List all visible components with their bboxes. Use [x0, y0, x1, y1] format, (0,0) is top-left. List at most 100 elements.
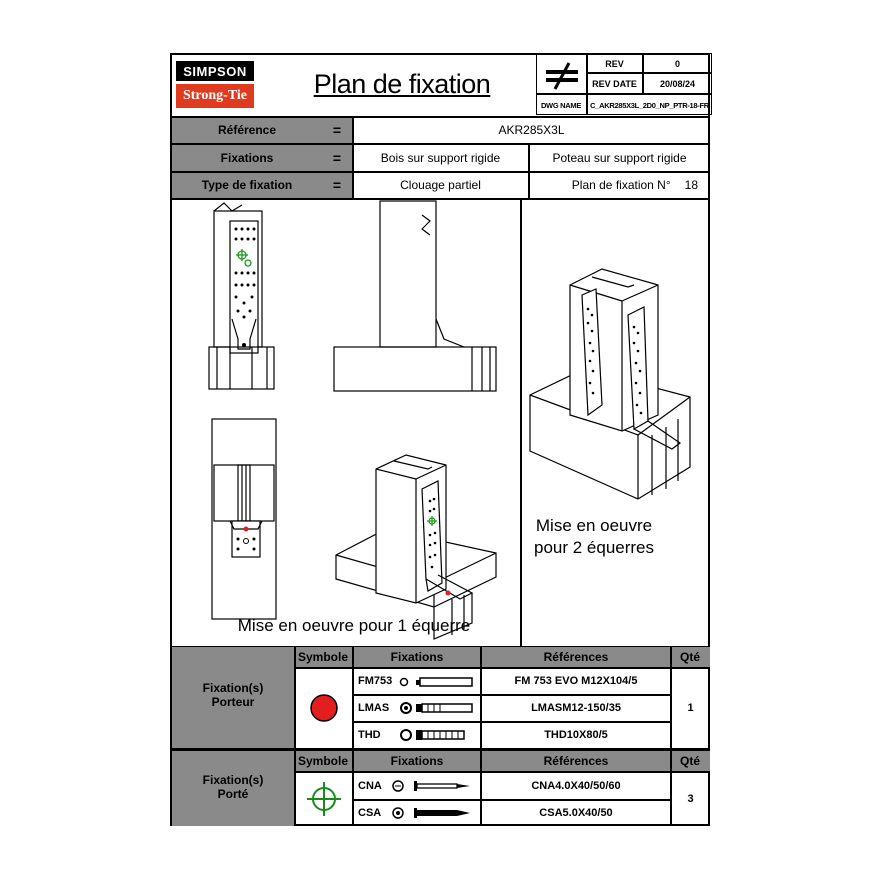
fixation-reference: CSA5.0X40/50 — [539, 807, 613, 819]
page-title: Plan de fixation — [313, 68, 491, 99]
red-dot-icon — [309, 694, 338, 722]
equals-sign: = — [332, 122, 342, 138]
technical-drawings: Mise en oeuvre pour 1 équerre Mise en oe… — [208, 200, 691, 640]
iso-view-two — [529, 268, 691, 500]
divider — [352, 751, 354, 826]
plan-view — [211, 418, 277, 620]
porte-label-line2: Porté — [217, 787, 249, 801]
plan-number-cell: Plan de fixation N° 18 — [529, 172, 710, 198]
fixation-code: LMAS — [358, 702, 390, 714]
porteur-symbol — [295, 668, 352, 748]
anchor-nail-icon — [392, 780, 470, 792]
divider — [528, 144, 530, 199]
divider — [172, 171, 710, 173]
porteur-label-line2: Porteur — [211, 695, 255, 709]
divider — [480, 647, 482, 748]
porteur-references-header: Références — [543, 650, 609, 664]
divider — [354, 799, 670, 801]
type-label: Type de fixation — [201, 178, 293, 192]
side-view — [333, 200, 497, 392]
fixation-code: THD — [358, 729, 381, 741]
simpson-logo: SIMPSON — [176, 61, 254, 81]
divider — [354, 721, 670, 723]
porteur-label-cell — [172, 647, 294, 748]
concrete-screw-icon — [400, 729, 465, 741]
porte-symbole-header: Symbole — [297, 754, 348, 768]
porteur-fixations-header: Fixations — [390, 650, 444, 664]
porte-qte-header: Qté — [679, 754, 700, 768]
porteur-symbole-header: Symbole — [297, 650, 348, 664]
anchor-mark — [243, 526, 249, 532]
rev-date-value: 20/08/24 — [659, 78, 696, 89]
logo-top-text: SIMPSON — [183, 63, 247, 79]
fixation-sheet: SIMPSON Strong-Tie Plan de fixation REV … — [170, 53, 712, 826]
rev-value: 0 — [674, 58, 680, 69]
fixation-reference: LMASM12-150/35 — [531, 702, 621, 714]
porteur-qty: 1 — [687, 702, 694, 714]
green-crosshair-icon — [306, 782, 341, 816]
iso-one-holes — [428, 497, 437, 569]
iso-view-one — [335, 454, 497, 640]
caption-one-equerre: Mise en oeuvre pour 1 équerre — [238, 616, 470, 635]
fixation-code: CNA — [358, 779, 382, 792]
porteur-label: Fixation(s) Porteur — [172, 675, 294, 715]
fixations-left-value: Bois sur support rigide — [380, 150, 501, 165]
dwg-name-label: DWG NAME — [540, 100, 582, 110]
porte-label: Fixation(s) Porté — [172, 767, 294, 807]
caption-two-line2: pour 2 équerres — [534, 538, 654, 557]
divider — [172, 116, 710, 118]
type-value: Clouage partiel — [400, 178, 481, 192]
rev-label: REV — [605, 58, 624, 69]
fixation-code: CSA — [358, 807, 382, 819]
divider — [536, 93, 712, 95]
front-view — [208, 202, 275, 390]
porteur-label-line1: Fixation(s) — [202, 681, 264, 695]
plan-number-value: 18 — [684, 178, 698, 192]
fixations-right-value: Poteau sur support rigide — [552, 150, 687, 165]
front-view-holes — [234, 227, 256, 347]
divider — [294, 751, 296, 826]
porteur-qte-header: Qté — [679, 650, 700, 664]
divider — [352, 647, 354, 748]
equals-sign: = — [332, 177, 342, 193]
divider — [172, 646, 710, 648]
info-label-column — [172, 117, 352, 199]
strongtie-logo: Strong-Tie — [176, 84, 254, 108]
iso-two-holes — [586, 307, 643, 415]
porte-label-cell — [172, 751, 294, 826]
caption-two-line1: Mise en oeuvre — [536, 516, 652, 535]
divider — [294, 647, 296, 748]
fixation-reference: THD10X80/5 — [544, 729, 608, 741]
porteur-header-row — [294, 647, 710, 667]
fixation-reference: CNA4.0X40/50/60 — [531, 779, 621, 792]
divider — [586, 72, 712, 74]
divider — [642, 53, 644, 93]
divider — [294, 771, 710, 773]
porte-references-header: Références — [543, 754, 609, 768]
porte-symbol — [295, 772, 352, 826]
header-box — [536, 53, 712, 115]
plan-view-holes — [236, 537, 256, 551]
chemical-anchor-icon — [400, 702, 473, 714]
divider — [586, 53, 588, 115]
logo-bottom-text: Strong-Tie — [182, 88, 248, 103]
anchor-bolt-icon — [399, 677, 473, 687]
divider — [294, 667, 710, 669]
porte-label-line1: Fixation(s) — [202, 773, 264, 787]
divider — [670, 647, 672, 748]
fixations-label: Fixations — [220, 150, 274, 165]
reference-value: AKR285X3L — [498, 123, 565, 137]
iso-one-nails — [427, 516, 437, 526]
divider — [670, 751, 672, 826]
divider — [520, 199, 522, 646]
fixation-reference: FM 753 EVO M12X104/5 — [514, 675, 638, 687]
divider — [354, 694, 670, 696]
anchor-mark — [445, 590, 451, 596]
anchor-screw-icon — [392, 807, 470, 819]
divider — [172, 198, 710, 200]
porte-qty: 3 — [687, 793, 694, 805]
fixation-code: FM753 — [358, 675, 393, 687]
divider — [172, 143, 710, 145]
not-equal-symbol — [546, 62, 578, 90]
rev-date-label: REV DATE — [592, 78, 637, 89]
